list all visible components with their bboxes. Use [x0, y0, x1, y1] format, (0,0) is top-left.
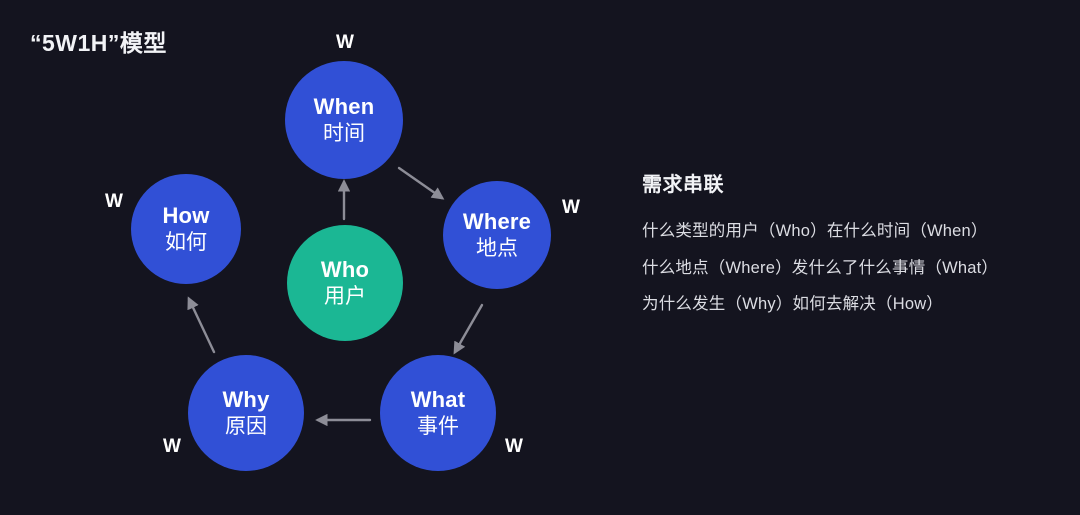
info-heading: 需求串联 [642, 174, 724, 196]
w-marker-what: W [505, 436, 523, 457]
arrow-where-to-what [453, 303, 484, 355]
info-line: 为什么发生（Why）如何去解决（How） [642, 295, 944, 313]
info-panel: 需求串联 什么类型的用户（Who）在什么时间（When） 什么地点（Where）发… [642, 168, 1062, 313]
w-marker-how: W [105, 191, 123, 212]
info-line: 什么类型的用户（Who）在什么时间（When） [642, 222, 988, 240]
w-marker-where: W [562, 197, 580, 218]
w-marker-why: W [163, 436, 181, 457]
node-label-cn: 原因 [225, 414, 267, 438]
node-label-en: When [313, 93, 375, 119]
node-label-en: What [410, 386, 466, 412]
w-marker-when: W [336, 32, 354, 53]
node-label-en: Who [320, 256, 370, 282]
arrow-when-to-where [397, 166, 445, 200]
node-label-en: Why [222, 386, 270, 412]
info-lines: 什么类型的用户（Who）在什么时间（When） 什么地点（Where）发什么了什么… [642, 223, 1062, 313]
node-label-cn: 如何 [165, 230, 207, 254]
node-label-en: How [162, 202, 210, 228]
node-label-cn: 用户 [324, 284, 366, 308]
info-line: 什么地点（Where）发什么了什么事情（What） [642, 258, 999, 277]
node-label-cn: 事件 [417, 414, 459, 438]
arrow-why-to-how [187, 296, 216, 354]
node-label-cn: 时间 [323, 121, 365, 145]
page-title: “5W1H”模型 [30, 30, 167, 56]
node-label-cn: 地点 [476, 236, 518, 260]
node-label-en: Where [462, 208, 532, 234]
